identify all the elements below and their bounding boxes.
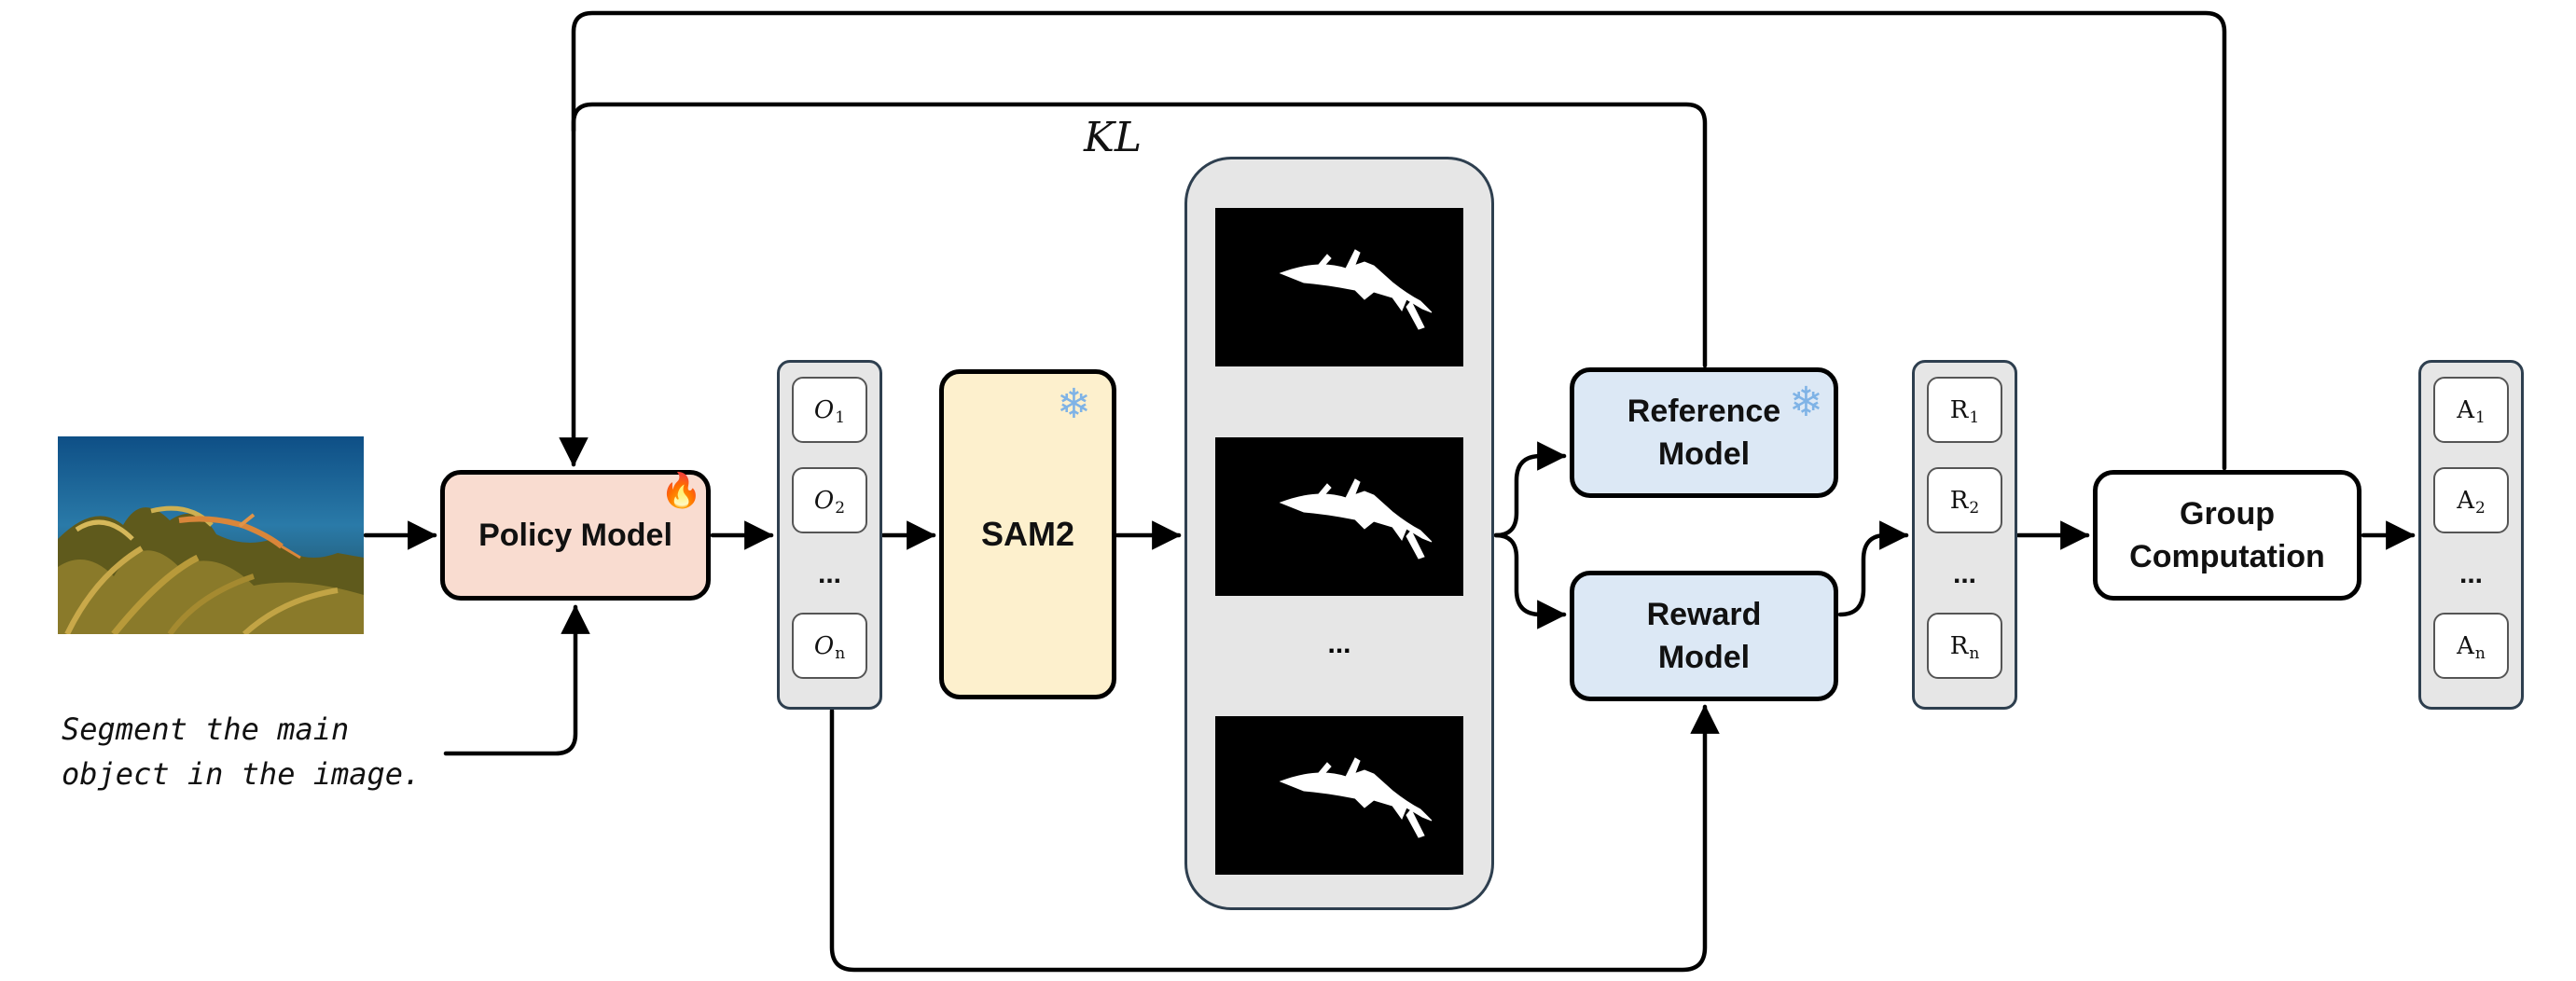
- snowflake-icon: ❄: [1789, 380, 1823, 425]
- masks-panel: ...: [1184, 157, 1494, 910]
- reference-model-box: Reference Model: [1570, 367, 1838, 498]
- kl-divergence-label: KL: [1084, 114, 1143, 161]
- policy-model-label: Policy Model: [478, 517, 672, 553]
- advantage-token-base: A: [2457, 395, 2474, 424]
- group-computation-label-line1: Group: [2180, 496, 2275, 532]
- output-token-base: O: [813, 486, 835, 515]
- arrow-prompt-to-policy: [443, 604, 590, 756]
- fire-icon: 🔥: [660, 471, 702, 509]
- snowflake-icon: ❄: [1057, 381, 1091, 427]
- reward-model-label-line1: Reward: [1646, 597, 1762, 632]
- input-image: [58, 436, 364, 634]
- arrow-outputs-to-reward: [829, 704, 1720, 973]
- rewards-ellipsis: ...: [1952, 559, 1976, 589]
- sam2-label: SAM2: [980, 515, 1075, 553]
- reward-token-sub: 2: [1969, 498, 1980, 518]
- output-token-sub: 1: [835, 408, 846, 427]
- output-token-base: O: [813, 631, 835, 660]
- advantages-ellipsis: ...: [2458, 559, 2483, 589]
- arrow-reward-to-rewards: [1837, 520, 1909, 617]
- arrow-masks-to-reference: [1493, 441, 1567, 538]
- mask-shape: [1279, 249, 1433, 330]
- masks-ellipsis: ...: [1327, 629, 1351, 659]
- advantage-token-sub: n: [2474, 643, 2486, 663]
- text-prompt: Segment the main object in the image.: [62, 707, 453, 796]
- reward-model-box: Reward Model: [1570, 571, 1838, 701]
- mask-image-1: [1215, 208, 1463, 366]
- mask-image-2: [1215, 437, 1463, 596]
- reference-model-label-line2: Model: [1657, 436, 1751, 472]
- group-computation-label-line2: Computation: [2129, 539, 2325, 574]
- line-group-to-policy: [571, 10, 2227, 471]
- prompt-line-1: Segment the main: [62, 712, 350, 747]
- reward-token-sub: n: [1969, 643, 1980, 663]
- advantage-token-base: A: [2457, 486, 2474, 515]
- output-token-base: O: [813, 395, 835, 424]
- output-token-sub: 2: [835, 498, 846, 518]
- policy-model-box: Policy Model: [440, 470, 711, 601]
- reference-model-label-line1: Reference: [1627, 394, 1781, 429]
- sam2-box: SAM2: [939, 369, 1116, 699]
- seadragon-photo: [58, 436, 364, 634]
- reward-token-base: R: [1949, 486, 1969, 515]
- outputs-ellipsis: ...: [817, 559, 841, 589]
- reward-token-base: R: [1949, 631, 1969, 660]
- mask-shape: [1279, 757, 1433, 838]
- reward-token-base: R: [1949, 395, 1969, 424]
- reward-model-label-line2: Model: [1657, 640, 1751, 675]
- advantage-token-sub: 2: [2474, 498, 2486, 518]
- advantage-token-sub: 1: [2474, 408, 2486, 427]
- mask-shape: [1279, 478, 1433, 560]
- reward-token-sub: 1: [1969, 408, 1980, 427]
- arrow-masks-to-reward: [1493, 532, 1567, 629]
- group-computation-box: Group Computation: [2093, 470, 2361, 601]
- prompt-line-2: object in the image.: [62, 756, 422, 792]
- mask-image-n: [1215, 716, 1463, 875]
- output-token-sub: n: [835, 643, 846, 663]
- advantage-token-base: A: [2457, 631, 2474, 660]
